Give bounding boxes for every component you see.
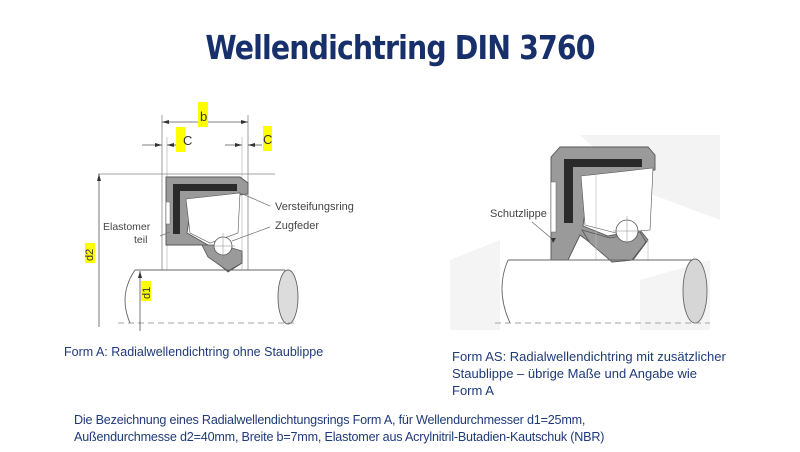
- highlight-c-right: [263, 126, 272, 151]
- caption-form-as: Form AS: Radialwellendichtring mit zusät…: [452, 348, 782, 399]
- figure-form-as: Schutzlippe: [440, 130, 720, 340]
- caption-form-a: Form A: Radialwellendichtring ohne Staub…: [64, 345, 324, 359]
- label-protective-lip: Schutzlippe: [490, 208, 547, 220]
- figure-form-a: b C C d2 Versteifungsring Zugfeder E: [80, 95, 380, 335]
- label-spring: Zugfeder: [275, 220, 319, 232]
- dimension-label-b: b: [200, 109, 207, 124]
- dimension-label-d1: d1: [141, 287, 153, 299]
- shaft-end: [277, 269, 299, 325]
- caption-form-as-line: Staublippe – übrige Maße und Angabe wie: [452, 366, 698, 381]
- label-stiffening-ring: Versteifungsring: [275, 201, 354, 213]
- stiffening-ring: [173, 184, 237, 234]
- description-line: Die Bezeichnung eines Radialwellendichtu…: [74, 413, 586, 427]
- caption-form-as-line: Form AS: Radialwellendichtring mit zusät…: [452, 349, 726, 364]
- highlight-b: [198, 102, 208, 127]
- caption-form-as-line: Form A: [452, 383, 494, 398]
- dimension-label-c-left: C: [183, 133, 192, 148]
- highlight-c-left: [176, 127, 185, 152]
- stiffening-ring: [564, 159, 642, 223]
- seal-diagram-form-a: b C C d2 Versteifungsring Zugfeder E: [84, 102, 354, 331]
- label-elastomer-teil: teil: [134, 234, 147, 246]
- highlight-d1: [141, 281, 151, 301]
- dimension-label-c-right: C: [263, 132, 272, 147]
- page-title: Wellendichtring DIN 3760: [205, 28, 595, 67]
- highlight-d2: [85, 243, 95, 263]
- seal-diagram-form-as: Schutzlippe: [450, 135, 720, 330]
- description-line: Außendurchmesse d2=40mm, Breite b=7mm, E…: [74, 430, 605, 444]
- dimension-label-d2: d2: [84, 249, 96, 261]
- shaft-end: [682, 258, 708, 324]
- label-elastomer: Elastomer: [103, 221, 151, 233]
- designation-description: Die Bezeichnung eines Radialwellendichtu…: [74, 412, 774, 446]
